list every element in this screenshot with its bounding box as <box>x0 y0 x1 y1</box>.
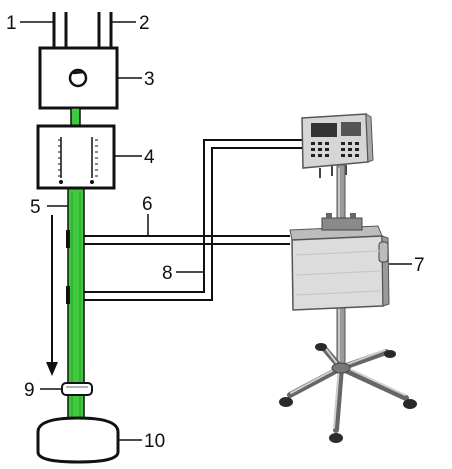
flow-direction-arrow <box>46 215 58 376</box>
sample-ports <box>66 230 70 304</box>
panel-keypad <box>311 142 359 157</box>
label-6: 6 <box>142 194 153 215</box>
panel-display <box>311 123 337 137</box>
inlet-pipes <box>52 12 113 48</box>
label-9: 9 <box>24 380 35 401</box>
sample-hose-6 <box>84 235 290 245</box>
tube-clamp <box>61 382 93 396</box>
label-2: 2 <box>139 13 150 34</box>
analyzer-unit <box>289 213 390 311</box>
label-4: 4 <box>144 147 155 168</box>
sample-hose-8 <box>84 139 302 301</box>
label-1: 1 <box>6 13 17 34</box>
casters <box>279 343 417 443</box>
collection-vessel <box>36 416 120 464</box>
rotor-icon <box>68 68 88 88</box>
label-5: 5 <box>30 197 41 218</box>
label-10: 10 <box>144 431 165 452</box>
flowmeter-box <box>36 124 116 190</box>
stand-base <box>287 344 409 433</box>
handle <box>321 217 363 231</box>
control-panel <box>301 113 374 178</box>
mixing-box <box>38 46 119 110</box>
label-7: 7 <box>414 255 425 276</box>
label-3: 3 <box>144 69 155 90</box>
leader-lines <box>20 21 412 441</box>
label-8: 8 <box>162 263 173 284</box>
tube-shading <box>71 192 81 418</box>
